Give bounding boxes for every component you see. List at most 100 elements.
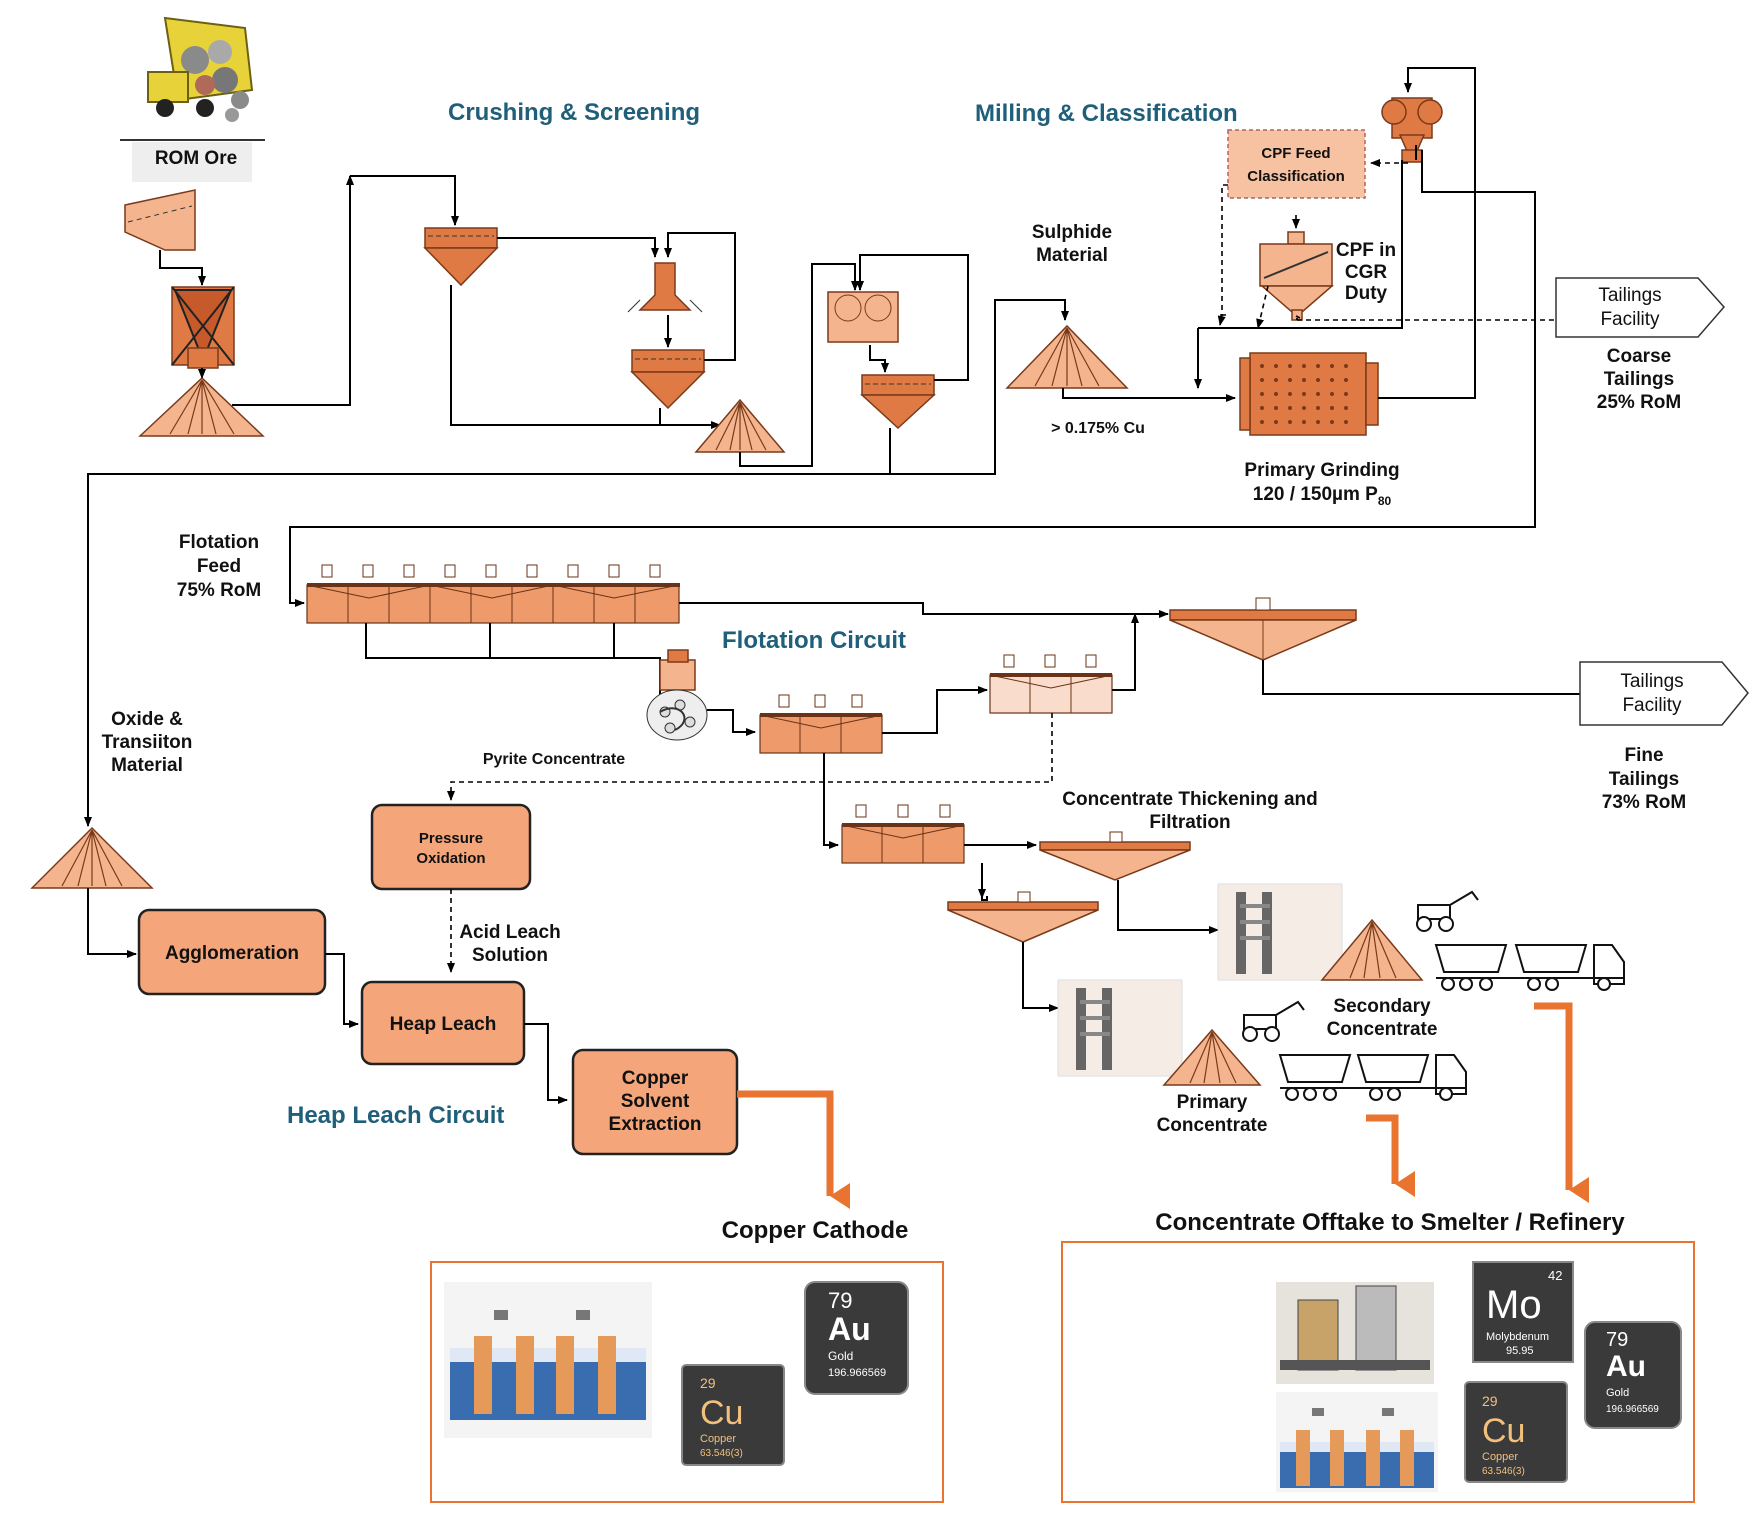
au-symbol-offtake: Au <box>1606 1350 1646 1383</box>
au-name-offtake: Gold <box>1606 1387 1629 1399</box>
cpf-cgr-label-1: CPF in <box>1336 240 1396 261</box>
road-train-icon-secondary <box>1434 944 1625 991</box>
copper-cathode-title: Copper Cathode <box>722 1217 909 1244</box>
cu-mass-cathode: 63.546(3) <box>700 1448 743 1459</box>
acid-leach-label-2: Solution <box>472 945 548 966</box>
pressure-oxidation-label-2: Oxidation <box>416 850 485 867</box>
sulphide-label-2: Material <box>1036 245 1108 266</box>
flotation-feed-label-2: Feed <box>197 556 241 577</box>
cpf-feed-classification-box <box>1227 129 1366 199</box>
cpf-cgr-label-2: CGR <box>1345 262 1388 283</box>
concentrate-thickening-label-2: Filtration <box>1149 812 1230 833</box>
cpf-cell <box>1259 231 1335 321</box>
cleaner-flotation-bank-2 <box>989 654 1113 714</box>
tailings-facility-coarse: Tailings Facility <box>1555 277 1725 338</box>
cpf-feed-label-2: Classification <box>1247 168 1345 185</box>
primary-concentrate-label-1: Primary <box>1177 1092 1248 1113</box>
rom-ore-label: ROM Ore <box>155 148 237 169</box>
oxide-label-3: Material <box>111 755 183 776</box>
front-loader-icon-primary <box>1242 1000 1305 1042</box>
stockpile-primary-concentrate <box>1162 1028 1262 1086</box>
au-name-cathode: Gold <box>828 1349 853 1363</box>
cpf-feed-label-1: CPF Feed <box>1261 145 1330 162</box>
tailings-facility-coarse-line2: Facility <box>1600 309 1660 330</box>
copper-sx-label-2: Solvent <box>621 1091 690 1112</box>
tailings-facility-fine-line1: Tailings <box>1620 671 1683 692</box>
concentrate-thickener-primary <box>947 891 1099 943</box>
road-train-icon-primary <box>1278 1054 1467 1101</box>
dump-truck-icon <box>147 16 254 122</box>
au-mass-cathode: 196.966569 <box>828 1367 886 1379</box>
cpf-cgr-label-3: Duty <box>1345 283 1388 304</box>
cyclone-cluster <box>1381 97 1443 163</box>
stockpile-secondary-concentrate <box>1320 918 1424 981</box>
gold-element-tile-offtake: 79 Au Gold 196.966569 <box>1584 1321 1682 1429</box>
cu-number-cathode: 29 <box>700 1375 716 1391</box>
grind-size-text: 120 / 150µm P <box>1253 484 1378 505</box>
concentrate-thickening-label-1: Concentrate Thickening and <box>1062 789 1317 810</box>
au-symbol-cathode: Au <box>828 1311 871 1347</box>
hpgr <box>827 291 899 343</box>
gold-element-tile-cathode: 79 Au Gold 196.966569 <box>804 1281 909 1395</box>
concentrate-thickener-secondary <box>1039 831 1191 881</box>
copper-sx-label-3: Extraction <box>609 1114 702 1135</box>
mo-symbol: Mo <box>1486 1283 1542 1327</box>
cleaner-flotation-bank-1 <box>759 694 883 754</box>
molybdenum-element-tile: 42 Mo Molybdenum 95.95 <box>1472 1261 1574 1363</box>
cone-crusher <box>627 262 703 313</box>
agglomeration-label: Agglomeration <box>165 943 299 964</box>
gyratory-crusher <box>171 286 235 369</box>
agglomeration-box <box>137 908 327 996</box>
electrowinning-cell-icon <box>444 1282 652 1438</box>
tailings-facility-fine: Tailings Facility <box>1579 661 1749 726</box>
section-title-milling: Milling & Classification <box>975 100 1238 127</box>
filter-press-secondary <box>1217 883 1343 981</box>
copper-sx-box <box>571 1048 739 1156</box>
coarse-tailings-label-1: Coarse <box>1607 346 1671 367</box>
stockpile-oxide <box>30 826 154 889</box>
cu-symbol-offtake: Cu <box>1482 1412 1525 1450</box>
grind-size-subscript: 80 <box>1378 494 1392 508</box>
screen-3 <box>860 374 936 430</box>
regrind-mill <box>646 649 708 741</box>
copper-element-tile-cathode: 29 Cu Copper 63.546(3) <box>681 1364 785 1466</box>
mo-number: 42 <box>1548 1268 1562 1283</box>
primary-grinding-label-2: 120 / 150µm P80 <box>1253 484 1392 508</box>
recleaner-flotation-bank <box>841 804 965 864</box>
screen-1 <box>423 227 499 287</box>
concentrate-offtake-title: Concentrate Offtake to Smelter / Refiner… <box>1155 1209 1625 1236</box>
filter-press-primary <box>1057 979 1183 1077</box>
cu-name-offtake: Copper <box>1482 1451 1518 1463</box>
sulphide-label-1: Sulphide <box>1032 222 1112 243</box>
tailings-thickener <box>1169 597 1357 661</box>
primary-offtake-arrow <box>1366 1114 1415 1197</box>
fine-tailings-label-2: Tailings <box>1609 769 1679 790</box>
tailings-facility-fine-line2: Facility <box>1622 695 1682 716</box>
flotation-feed-label-3: 75% RoM <box>177 580 261 601</box>
cu-mass-offtake: 63.546(3) <box>1482 1466 1525 1477</box>
copper-sx-label-1: Copper <box>622 1068 689 1089</box>
primary-concentrate-label-2: Concentrate <box>1157 1115 1268 1136</box>
cu-name-cathode: Copper <box>700 1433 736 1445</box>
section-title-flotation: Flotation Circuit <box>722 627 906 654</box>
ore-pile-texture <box>132 142 252 182</box>
mo-name: Molybdenum <box>1486 1331 1549 1343</box>
heap-leach-label: Heap Leach <box>390 1014 497 1035</box>
oxide-label-2: Transiiton <box>102 732 193 753</box>
coarse-tailings-label-3: 25% RoM <box>1597 392 1681 413</box>
stockpile-sulphide <box>1005 324 1129 389</box>
au-number-cathode: 79 <box>828 1288 852 1313</box>
au-mass-offtake: 196.966569 <box>1606 1404 1659 1415</box>
cathode-output-arrow <box>737 1090 850 1209</box>
feed-hopper <box>124 189 196 251</box>
electrowinning-cell-icon-offtake <box>1276 1392 1438 1492</box>
au-number-offtake: 79 <box>1606 1329 1628 1351</box>
cu-symbol-cathode: Cu <box>700 1394 743 1432</box>
secondary-concentrate-label-1: Secondary <box>1333 996 1431 1017</box>
pressure-oxidation-box <box>370 803 532 891</box>
pyrite-concentrate-label: Pyrite Concentrate <box>483 751 625 768</box>
secondary-offtake-arrow <box>1534 1002 1589 1203</box>
oxide-label-1: Oxide & <box>111 709 183 730</box>
stockpile-rom <box>138 376 265 437</box>
